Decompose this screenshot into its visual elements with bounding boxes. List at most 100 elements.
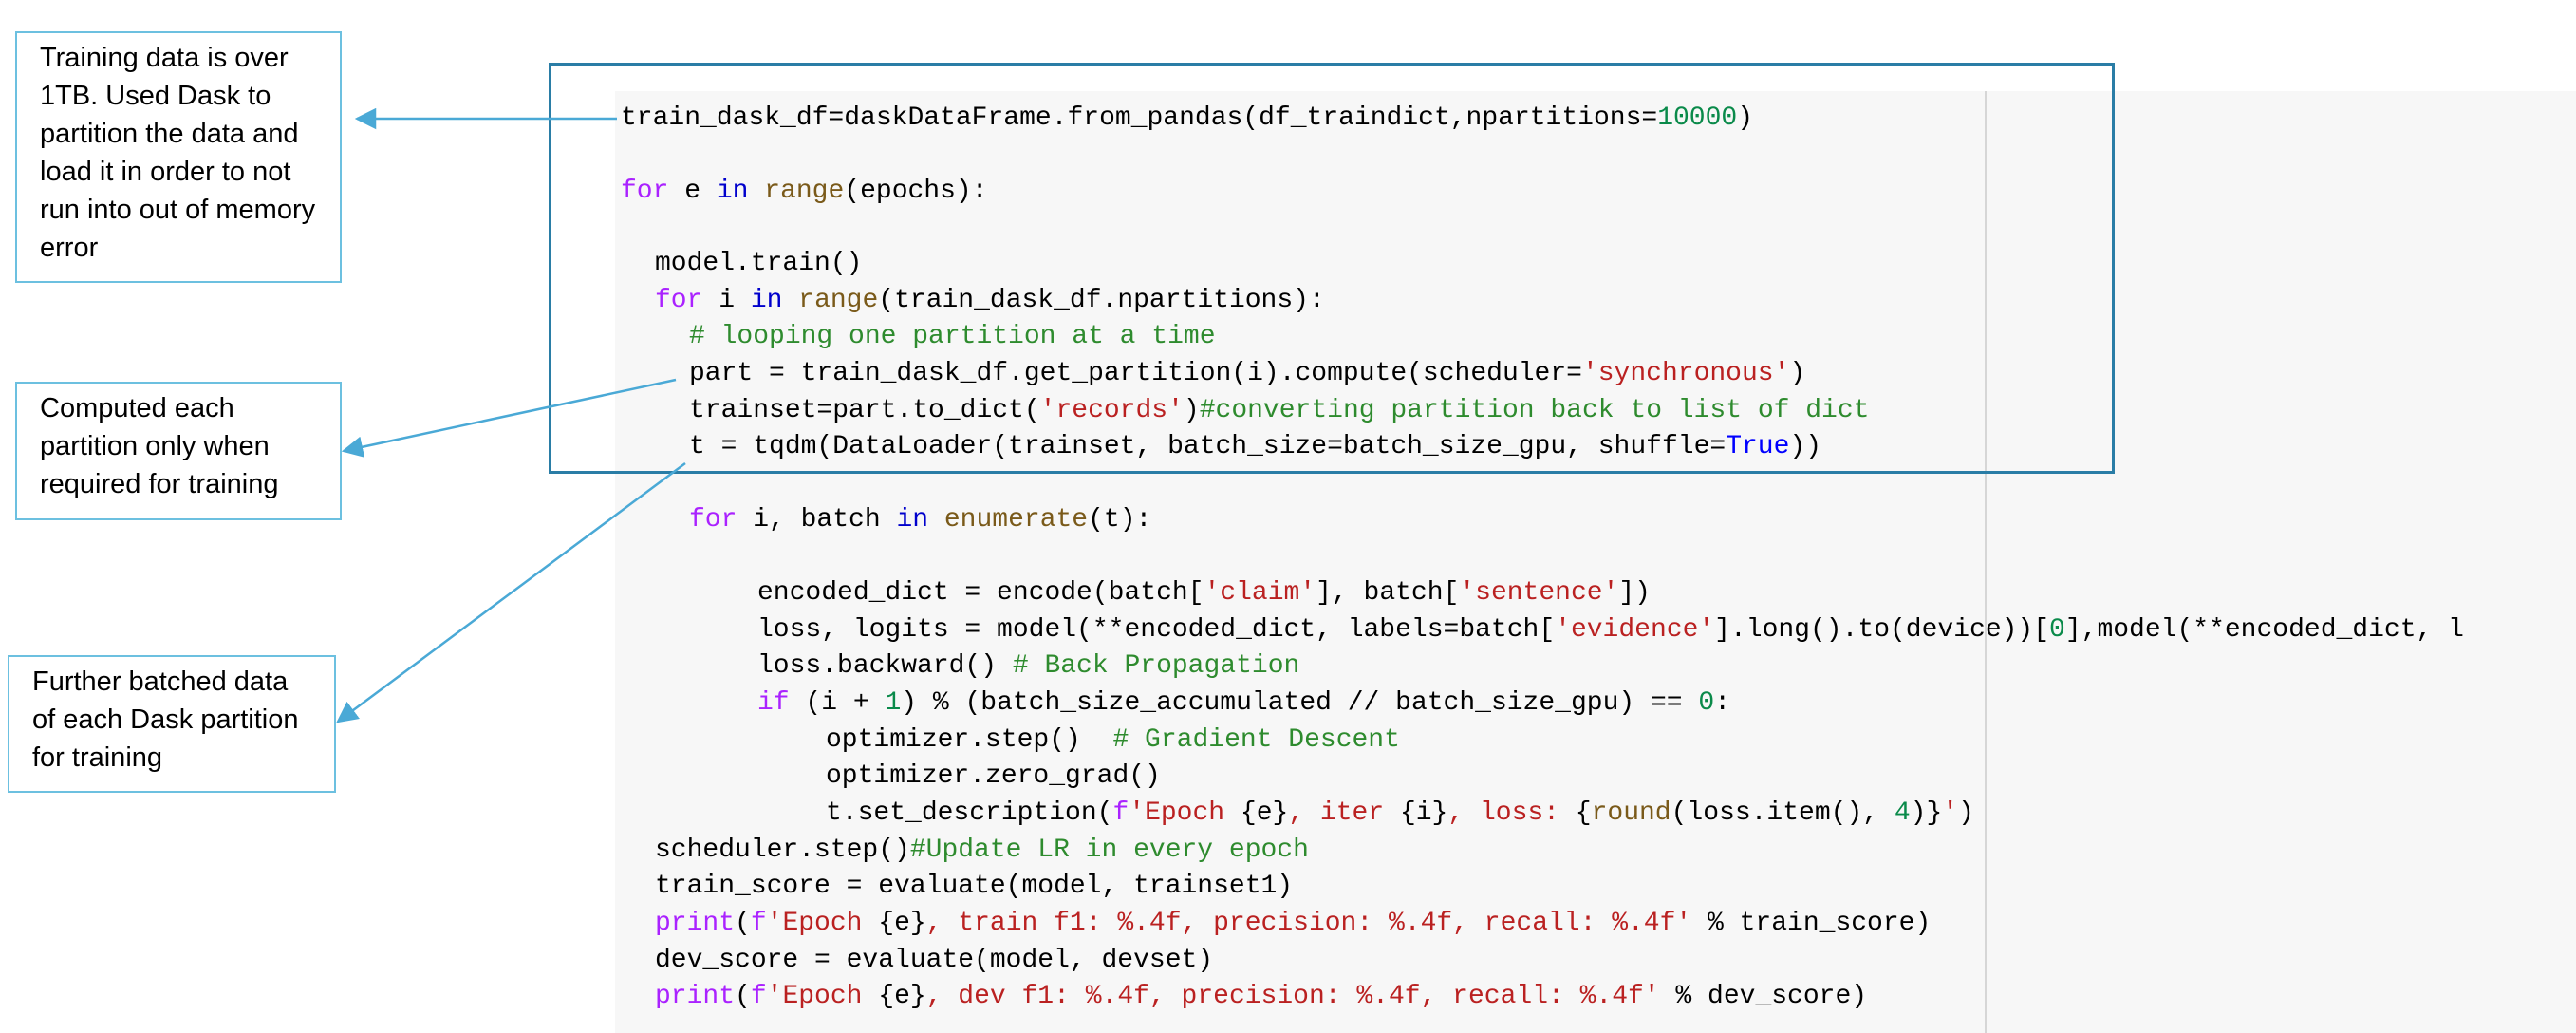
- code-token: ], batch[: [1316, 578, 1460, 608]
- callout-batched-data: Further batched data of each Dask partit…: [8, 655, 336, 793]
- code-line: t.set_description(f'Epoch {e}, iter {i},…: [826, 797, 1974, 831]
- code-token: ]): [1618, 578, 1651, 608]
- code-token: ): [1737, 103, 1754, 133]
- code-token: 'claim': [1204, 578, 1316, 608]
- code-line: for e in range(epochs):: [621, 175, 988, 209]
- code-line: t = tqdm(DataLoader(trainset, batch_size…: [689, 430, 1821, 464]
- code-token: dev_score = evaluate(model, devset): [655, 946, 1214, 975]
- code-line: optimizer.zero_grad(): [826, 760, 1161, 794]
- code-token: #Update LR in every epoch: [909, 836, 1309, 865]
- arrow-to-callout-2: [341, 378, 677, 458]
- code-line: for i, batch in enumerate(t):: [689, 503, 1151, 537]
- code-token: 'evidence': [1555, 615, 1715, 645]
- code-token: scheduler.step(): [655, 836, 910, 865]
- code-token: i, batch: [737, 505, 897, 535]
- code-token: {i}: [1399, 798, 1448, 828]
- code-token: , train f1: %.4f, precision: %.4f, recal…: [925, 909, 1692, 938]
- code-token: trainset=part.to_dict(: [689, 396, 1040, 425]
- code-token: t = tqdm(DataLoader(trainset, batch_size…: [689, 432, 1727, 461]
- code-token: , loss:: [1447, 798, 1576, 828]
- code-line: loss.backward() # Back Propagation: [757, 649, 1299, 684]
- code-token: :: [1714, 688, 1731, 718]
- code-token: {e}: [878, 982, 926, 1011]
- code-token: model.train(): [655, 249, 863, 278]
- code-token: 1: [885, 688, 902, 718]
- code-token: )): [1789, 432, 1822, 461]
- code-cell-background: [615, 91, 2576, 1033]
- code-token: )}: [1910, 798, 1943, 828]
- code-token: ],model(**encoded_dict, l: [2064, 615, 2464, 645]
- code-token: e: [668, 177, 717, 206]
- code-token: #converting partition back to list of di…: [1199, 396, 1870, 425]
- code-token: , dev f1: %.4f, precision: %.4f, recall:…: [925, 982, 1660, 1011]
- callout-compute-partition: Computed each partition only when requir…: [15, 382, 342, 520]
- code-line: scheduler.step()#Update LR in every epoc…: [655, 834, 1309, 868]
- code-line: # looping one partition at a time: [689, 320, 1216, 354]
- code-token: f: [750, 982, 767, 1011]
- callout-text: Computed each partition only when requir…: [40, 393, 279, 499]
- line-length-guide: [1985, 91, 1987, 1033]
- code-token: ): [1958, 798, 1974, 828]
- code-line: loss, logits = model(**encoded_dict, lab…: [757, 613, 2464, 648]
- code-token: (loss.item(),: [1671, 798, 1895, 828]
- code-token: ): [1183, 396, 1200, 425]
- code-token: (train_dask_df.npartitions):: [878, 286, 1325, 315]
- code-line: if (i + 1) % (batch_size_accumulated // …: [757, 686, 1730, 721]
- callout-dask-partition: Training data is over 1TB. Used Dask to …: [15, 31, 342, 283]
- code-token: f: [750, 909, 767, 938]
- code-token: 'records': [1039, 396, 1184, 425]
- code-token: 0: [1698, 688, 1715, 718]
- code-token: (: [735, 982, 751, 1011]
- code-token: in: [716, 177, 749, 206]
- code-token: loss.backward(): [757, 651, 1013, 681]
- code-token: t.set_description(: [826, 798, 1113, 828]
- code-token: ].long().to(device))[: [1714, 615, 2050, 645]
- code-line: train_score = evaluate(model, trainset1): [655, 870, 1293, 904]
- code-token: round: [1591, 798, 1671, 828]
- code-line: print(f'Epoch {e}, dev f1: %.4f, precisi…: [655, 980, 1867, 1014]
- code-line: for i in range(train_dask_df.npartitions…: [655, 284, 1325, 318]
- callout-text: Training data is over 1TB. Used Dask to …: [40, 43, 316, 263]
- code-token: 'sentence': [1459, 578, 1619, 608]
- code-token: part = train_dask_df.get_partition(i).co…: [689, 359, 1582, 388]
- code-token: ): [1789, 359, 1806, 388]
- code-token: train_dask_df=daskDataFrame.from_pandas(…: [621, 103, 1658, 133]
- code-token: % train_score): [1691, 909, 1932, 938]
- code-token: loss, logits = model(**encoded_dict, lab…: [757, 615, 1556, 645]
- code-line: optimizer.step() # Gradient Descent: [826, 723, 1400, 758]
- code-token: f: [1112, 798, 1129, 828]
- code-token: 0: [2049, 615, 2065, 645]
- code-token: range: [764, 177, 845, 206]
- code-token: 'Epoch: [766, 909, 879, 938]
- code-token: print: [655, 982, 736, 1011]
- code-token: 4: [1894, 798, 1911, 828]
- code-token: 'Epoch: [1129, 798, 1241, 828]
- code-token: {: [1575, 798, 1592, 828]
- code-token: in: [750, 286, 783, 315]
- code-token: for: [689, 505, 737, 535]
- code-line: encoded_dict = encode(batch['claim'], ba…: [757, 576, 1651, 610]
- code-token: i: [702, 286, 751, 315]
- code-token: 10000: [1657, 103, 1738, 133]
- code-token: print: [655, 909, 736, 938]
- code-line: part = train_dask_df.get_partition(i).co…: [689, 357, 1805, 391]
- code-token: (i +: [789, 688, 886, 718]
- code-token: True: [1726, 432, 1790, 461]
- code-token: range: [798, 286, 879, 315]
- code-token: for: [655, 286, 703, 315]
- code-line: model.train(): [655, 247, 862, 281]
- code-token: 'Epoch: [766, 982, 879, 1011]
- code-token: train_score = evaluate(model, trainset1): [655, 872, 1294, 901]
- code-token: ) % (batch_size_accumulated // batch_siz…: [901, 688, 1699, 718]
- code-token: if: [757, 688, 790, 718]
- code-line: trainset=part.to_dict('records')#convert…: [689, 394, 1869, 428]
- code-token: ': [1942, 798, 1959, 828]
- code-line: print(f'Epoch {e}, train f1: %.4f, preci…: [655, 907, 1931, 941]
- code-token: in: [896, 505, 929, 535]
- code-token: # Back Propagation: [1012, 651, 1300, 681]
- code-token: # looping one partition at a time: [689, 322, 1216, 351]
- code-token: optimizer.zero_grad(): [826, 761, 1161, 791]
- callout-text: Further batched data of each Dask partit…: [32, 667, 299, 773]
